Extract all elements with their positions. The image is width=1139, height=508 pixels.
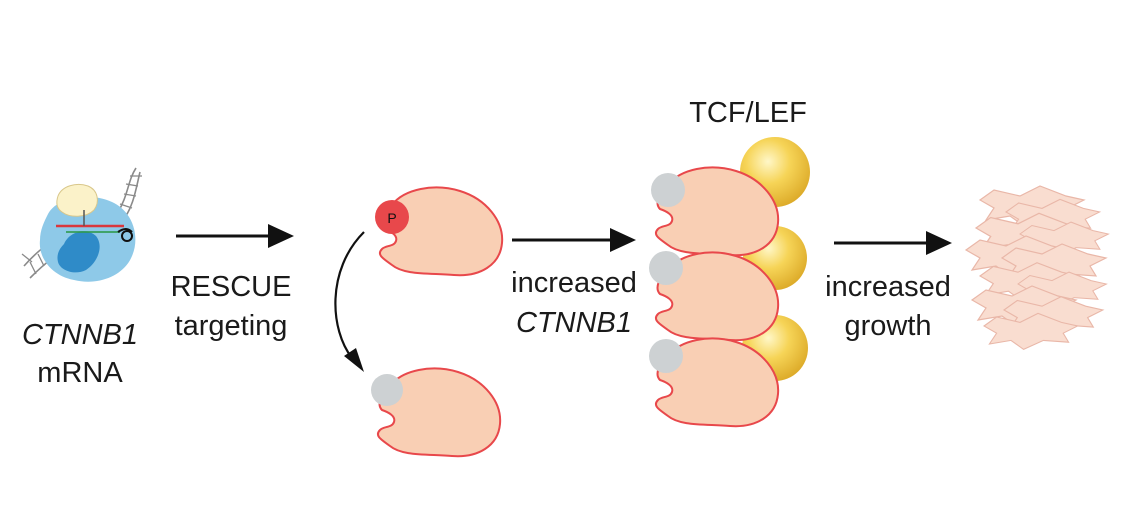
phospho-mark: P xyxy=(387,210,396,226)
arrow-icon xyxy=(334,231,365,372)
phospho-protein-icon: P xyxy=(375,186,504,277)
step1-label-line1: RESCUE xyxy=(171,271,292,303)
step3-label-line1: increased xyxy=(825,271,951,303)
tcf-lef-complex-icon xyxy=(649,137,810,428)
step2-label-line1: increased xyxy=(511,267,637,299)
step3-label-line2: growth xyxy=(844,310,931,342)
step1-label-line2: targeting xyxy=(175,310,288,342)
arrow-icon xyxy=(834,231,952,255)
complex-label: TCF/LEF xyxy=(689,97,807,129)
arrow-icon xyxy=(176,224,294,248)
protein-icon xyxy=(371,367,502,458)
cells-icon xyxy=(965,185,1109,350)
mrna-label: mRNA xyxy=(37,357,123,389)
step2-label-line2: CTNNB1 xyxy=(516,307,632,339)
rescue-complex-icon xyxy=(21,167,142,282)
arrow-icon xyxy=(512,228,636,252)
mrna-gene-label: CTNNB1 xyxy=(22,319,138,351)
